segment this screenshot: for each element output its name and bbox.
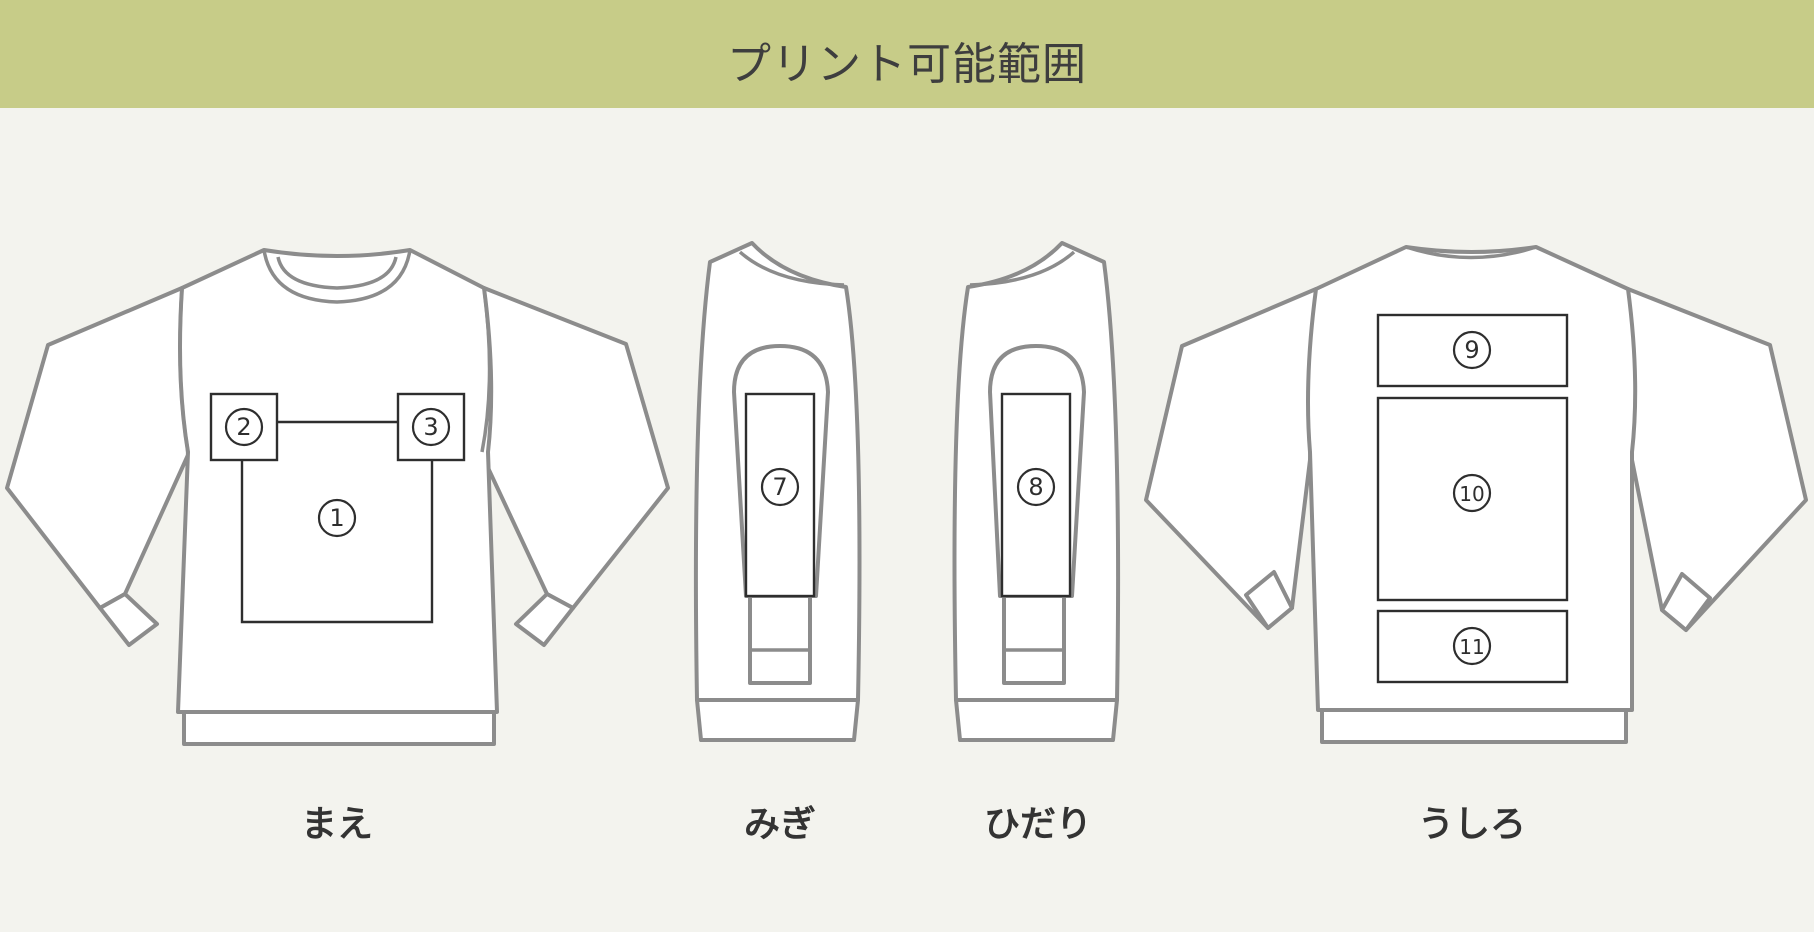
back-right-cuff bbox=[1660, 572, 1712, 632]
zone-8-ring bbox=[1016, 467, 1056, 507]
zone-8-label: 8 bbox=[1028, 473, 1043, 501]
right-side-collar bbox=[738, 250, 845, 287]
zone-3-label: 3 bbox=[423, 413, 438, 441]
left-side-collar bbox=[969, 250, 1076, 287]
header-bar: プリント可能範囲 bbox=[0, 0, 1814, 108]
zone-1-ring bbox=[317, 498, 357, 538]
view-label-back: うしろ bbox=[1417, 804, 1526, 845]
front-collar-inner bbox=[276, 256, 398, 290]
right-side-cuff bbox=[748, 594, 812, 685]
print-zone-8 bbox=[1000, 392, 1072, 598]
print-zone-10 bbox=[1376, 396, 1569, 602]
zone-1-label: 1 bbox=[329, 504, 344, 532]
sweatshirt-left-side: 8 bbox=[952, 241, 1121, 742]
back-left-cuff bbox=[1244, 570, 1294, 630]
sweatshirt-right-side: 7 bbox=[693, 241, 862, 742]
view-label-front: まえ bbox=[300, 804, 373, 845]
back-right-sleeve bbox=[1626, 287, 1808, 632]
page-title: プリント可能範囲 bbox=[727, 39, 1087, 90]
print-zone-11 bbox=[1376, 609, 1569, 684]
view-label-left: ひだり bbox=[983, 804, 1092, 845]
front-body bbox=[176, 248, 499, 714]
sweatshirt-back: 9 10 11 bbox=[1144, 245, 1808, 744]
zone-11-label: 11 bbox=[1459, 635, 1484, 659]
zone-2-ring bbox=[224, 407, 264, 447]
left-side-cuff bbox=[1002, 594, 1066, 685]
zone-3-ring bbox=[411, 407, 451, 447]
right-side-hem bbox=[695, 698, 860, 742]
front-seam-left bbox=[178, 287, 190, 453]
front-left-cuff bbox=[98, 592, 159, 647]
zone-7-label: 7 bbox=[772, 473, 787, 501]
zone-11-ring bbox=[1452, 626, 1492, 666]
back-left-sleeve bbox=[1144, 287, 1318, 630]
print-zone-3 bbox=[396, 392, 466, 462]
print-zone-7 bbox=[744, 392, 816, 598]
zone-7-ring bbox=[760, 467, 800, 507]
zone-10-label: 10 bbox=[1459, 482, 1484, 506]
front-right-cuff bbox=[514, 592, 575, 647]
view-label-right: みぎ bbox=[743, 804, 816, 845]
print-zone-1-frame bbox=[240, 460, 434, 624]
print-zone-9 bbox=[1376, 313, 1569, 388]
zone-10-ring bbox=[1452, 473, 1492, 513]
front-seam-right bbox=[480, 287, 492, 453]
front-collar bbox=[262, 249, 412, 304]
sweatshirt-front: 1 2 3 bbox=[5, 248, 670, 746]
zone-9-ring bbox=[1452, 330, 1492, 370]
zone-9-label: 9 bbox=[1464, 336, 1479, 364]
back-hem bbox=[1320, 708, 1628, 744]
front-left-sleeve bbox=[5, 286, 190, 610]
back-collar bbox=[1405, 245, 1537, 260]
print-zone-2 bbox=[209, 392, 279, 462]
left-side-hem bbox=[954, 698, 1119, 742]
front-hem bbox=[182, 710, 496, 746]
front-right-sleeve bbox=[480, 286, 670, 610]
zone-2-label: 2 bbox=[236, 413, 251, 441]
